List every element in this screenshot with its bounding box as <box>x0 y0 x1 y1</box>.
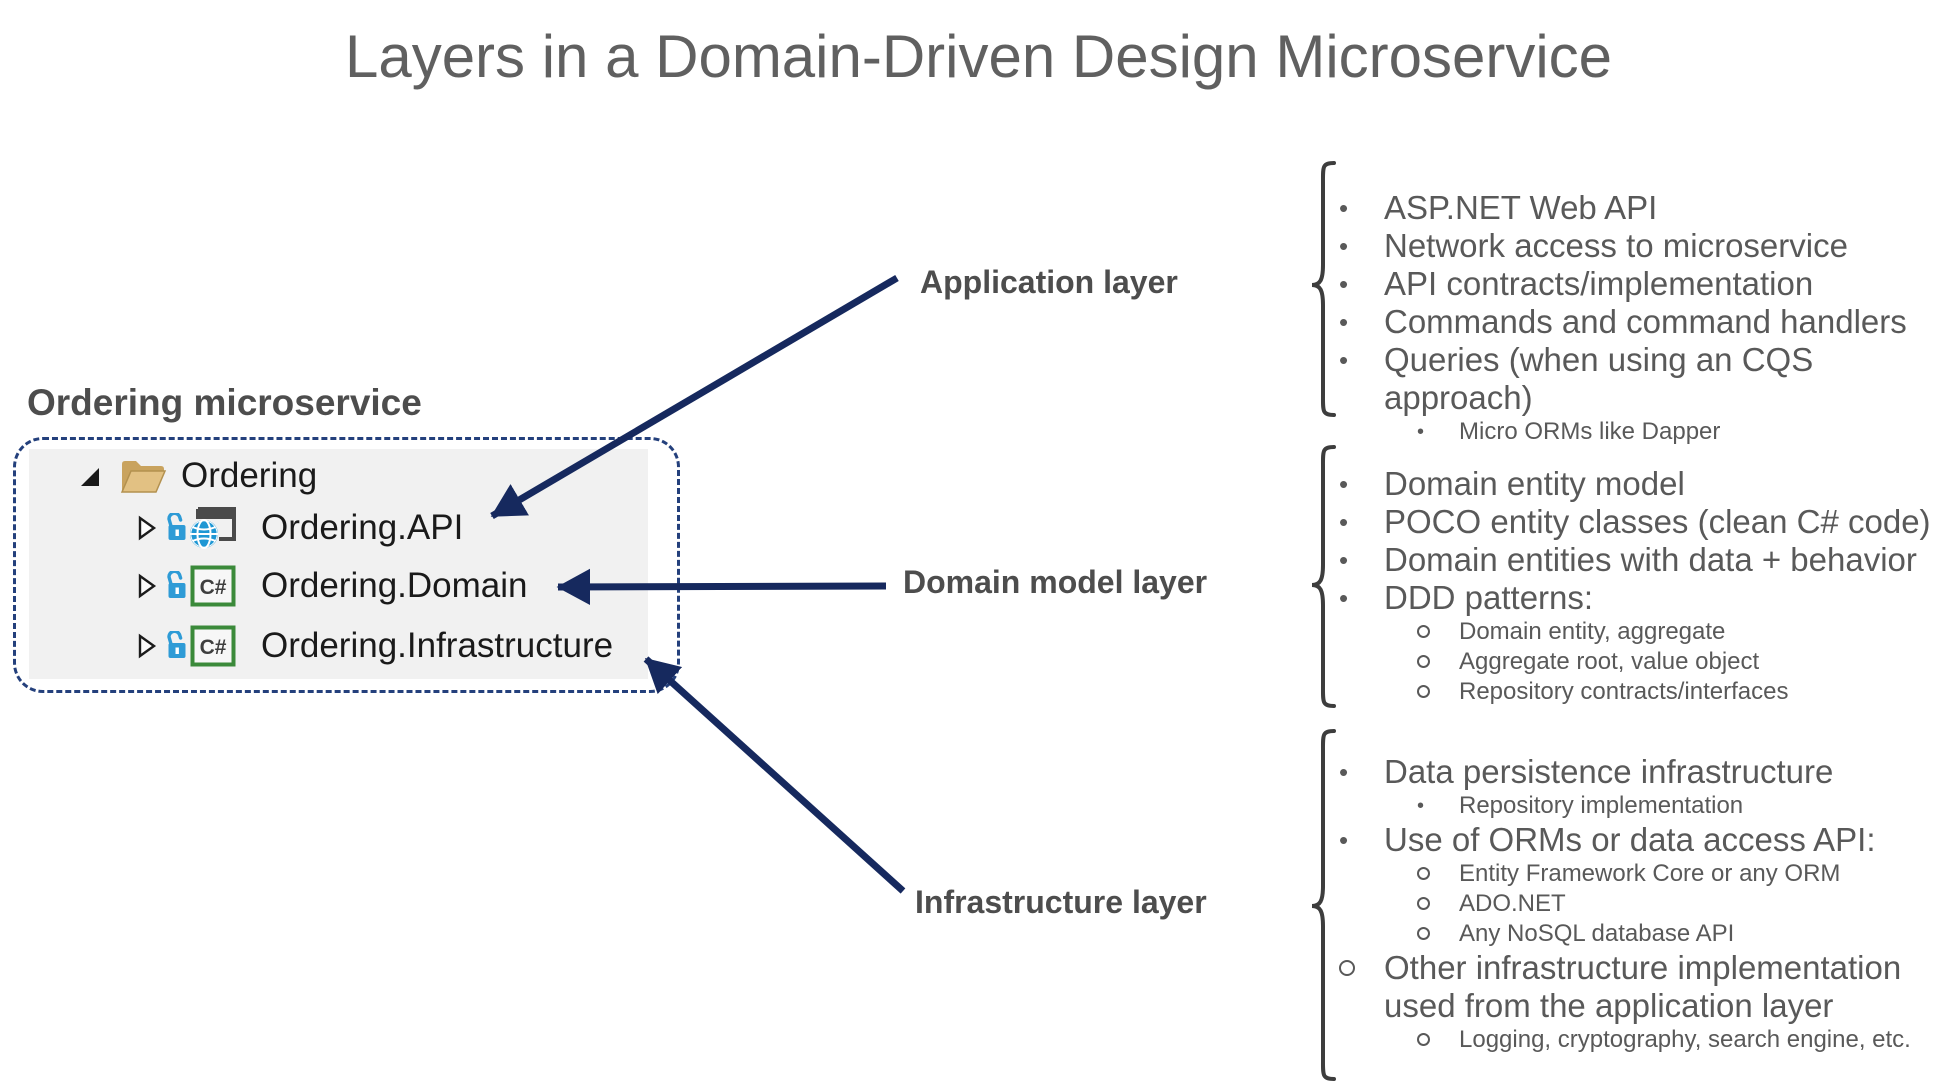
list-item: •Domain entity model <box>1330 465 1945 503</box>
list-item: Logging, cryptography, search engine, et… <box>1417 1025 1945 1055</box>
dot-bullet-icon: • <box>1339 193 1349 223</box>
dot-bullet-icon: • <box>1339 269 1349 299</box>
svg-text:C#: C# <box>200 576 227 599</box>
circle-bullet-icon <box>1417 919 1459 940</box>
svg-text:C#: C# <box>200 636 227 659</box>
tree-row-ordering-domain[interactable]: C# Ordering.Domain <box>137 561 528 611</box>
dot-bullet-icon: • <box>1339 307 1349 337</box>
list-item: Other infrastructure implementation used… <box>1330 949 1945 1025</box>
dot-bullet-icon: • <box>1417 421 1425 443</box>
dot-bullet-icon: • <box>1339 231 1349 261</box>
list-item: •POCO entity classes (clean C# code) <box>1330 503 1945 541</box>
expander-expanded-icon[interactable] <box>78 465 101 488</box>
dot-bullet-icon: • <box>1417 795 1425 817</box>
list-item: •Repository implementation <box>1417 792 1744 819</box>
circle-bullet-icon <box>1417 647 1459 668</box>
lock-icon <box>167 631 186 658</box>
dot-bullet-icon: • <box>1339 825 1349 855</box>
infrastructure-layer-brace <box>1311 729 1336 1081</box>
dot-bullet-icon: • <box>1339 507 1349 537</box>
list-item: •Data persistence infrastructure <box>1330 753 1945 791</box>
circle-bullet-icon <box>1417 889 1459 910</box>
circle-bullet-icon <box>1417 859 1459 880</box>
dot-bullet-icon: • <box>1339 469 1349 499</box>
list-item: •Domain entities with data + behavior <box>1330 541 1945 579</box>
lock-icon <box>167 571 186 598</box>
domain-model-layer-label: Domain model layer <box>903 564 1208 600</box>
tree-item-label[interactable]: Ordering.Infrastructure <box>261 626 614 665</box>
open-folder-icon <box>120 461 167 493</box>
list-item: Aggregate root, value object <box>1417 647 1945 677</box>
list-item: •DDD patterns: <box>1330 579 1945 617</box>
application-layer-brace <box>1311 161 1336 417</box>
tree-row-ordering-infrastructure[interactable]: C# Ordering.Infrastructure <box>137 621 613 671</box>
list-item: •Queries (when using an CQS approach) <box>1330 341 1945 417</box>
dot-bullet-icon: • <box>1339 757 1349 787</box>
solution-label: Ordering microservice <box>27 382 422 423</box>
application-layer-label: Application layer <box>920 264 1178 300</box>
dot-bullet-icon: • <box>1339 545 1349 575</box>
list-item: Repository contracts/interfaces <box>1417 677 1945 707</box>
circle-bullet-icon <box>1417 617 1459 638</box>
web-project-icon <box>190 507 236 549</box>
circle-bullet-icon <box>1330 949 1384 976</box>
list-item: Domain entity, aggregate <box>1417 617 1945 647</box>
circle-bullet-icon <box>1417 677 1459 698</box>
csharp-project-icon: C# <box>190 625 236 667</box>
application-layer-list: •ASP.NET Web API •Network access to micr… <box>1330 189 1945 447</box>
list-item: •Network access to microservice <box>1330 227 1945 265</box>
dot-bullet-icon: • <box>1339 345 1349 375</box>
tree-item-label[interactable]: Ordering <box>181 456 318 495</box>
domain-model-layer-list: •Domain entity model •POCO entity classe… <box>1330 465 1945 707</box>
circle-bullet-icon <box>1417 1025 1459 1046</box>
expander-collapsed-icon[interactable] <box>137 632 157 660</box>
csharp-project-icon: C# <box>190 565 236 607</box>
expander-collapsed-icon[interactable] <box>137 572 157 600</box>
dot-bullet-icon: • <box>1339 583 1349 613</box>
infrastructure-layer-arrow <box>643 656 906 894</box>
lock-icon <box>167 513 186 540</box>
solution-explorer-box <box>13 437 680 693</box>
solution-tree: Ordering Ordering.API <box>29 449 648 679</box>
list-item: •ASP.NET Web API <box>1330 189 1945 227</box>
tree-item-label[interactable]: Ordering.Domain <box>261 566 528 605</box>
list-item: •Commands and command handlers <box>1330 303 1945 341</box>
list-item: ADO.NET <box>1417 889 1945 919</box>
page-title: Layers in a Domain-Driven Design Microse… <box>344 23 1613 90</box>
domain-model-layer-brace <box>1311 445 1336 708</box>
tree-row-ordering-api[interactable]: Ordering.API <box>137 503 463 553</box>
list-item: •Micro ORMs like Dapper <box>1417 418 1721 445</box>
infrastructure-layer-list: •Data persistence infrastructure •Reposi… <box>1330 753 1945 1055</box>
list-item: Entity Framework Core or any ORM <box>1417 859 1945 889</box>
expander-collapsed-icon[interactable] <box>137 514 157 542</box>
list-item: Any NoSQL database API <box>1417 919 1945 949</box>
infrastructure-layer-label: Infrastructure layer <box>915 884 1207 920</box>
list-item: •API contracts/implementation <box>1330 265 1945 303</box>
tree-item-label[interactable]: Ordering.API <box>261 508 464 547</box>
list-item: •Use of ORMs or data access API: <box>1330 821 1945 859</box>
tree-row-ordering[interactable]: Ordering <box>78 451 317 501</box>
